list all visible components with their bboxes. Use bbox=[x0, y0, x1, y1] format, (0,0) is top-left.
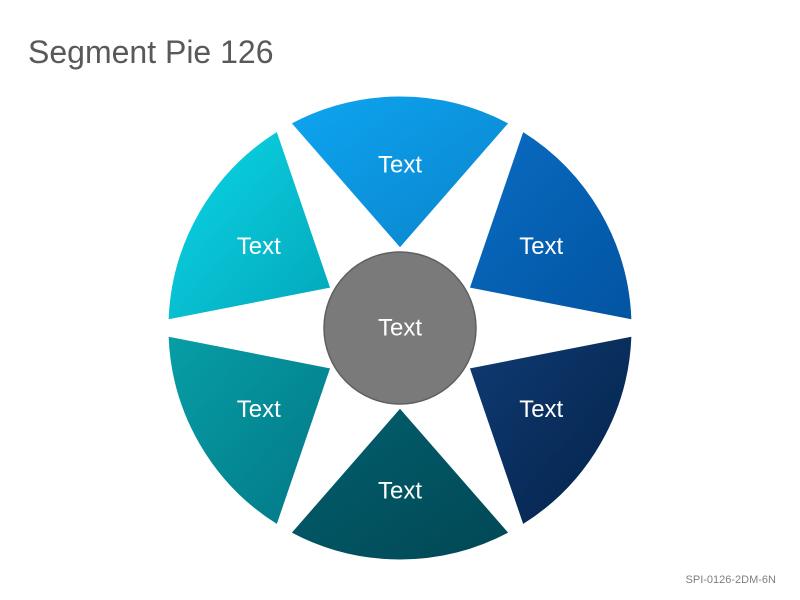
segment-4 bbox=[167, 335, 332, 526]
page-title: Segment Pie 126 bbox=[28, 34, 274, 70]
diagram-code: SPI-0126-2DM-6N bbox=[685, 574, 776, 586]
segment-3-label: Text bbox=[378, 478, 422, 505]
segment-2-label: Text bbox=[519, 396, 563, 423]
segment-6 bbox=[290, 95, 510, 249]
segment-4-label: Text bbox=[237, 396, 281, 423]
segment-6-label: Text bbox=[378, 152, 422, 179]
center-circle bbox=[323, 251, 477, 405]
center-circle-group: Text bbox=[323, 251, 477, 405]
segment-2 bbox=[468, 335, 633, 526]
segment-3 bbox=[290, 407, 510, 561]
segment-1 bbox=[468, 130, 633, 321]
segment-1-label: Text bbox=[519, 233, 563, 260]
segment-5-label: Text bbox=[237, 233, 281, 260]
segment-5 bbox=[167, 130, 332, 321]
center-label: Text bbox=[378, 315, 422, 342]
